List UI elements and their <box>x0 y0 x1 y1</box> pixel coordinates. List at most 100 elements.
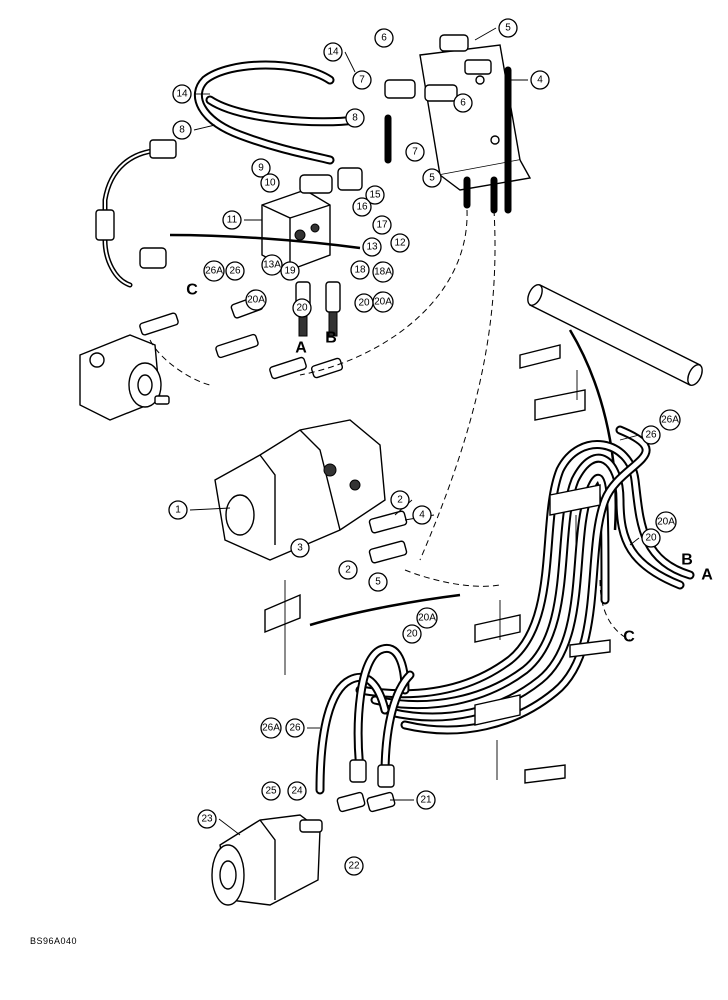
callout-label: 16 <box>356 202 368 213</box>
callout-circle <box>422 168 442 188</box>
drive-motor <box>211 759 396 906</box>
callout-circle <box>323 42 343 62</box>
reference-letter-C: C <box>623 629 635 646</box>
callout-label: 18A <box>374 267 392 278</box>
callout-circle <box>260 173 280 193</box>
callout-circle <box>338 560 358 580</box>
callout-26: 26 <box>641 425 661 445</box>
callout-label: 20A <box>374 297 392 308</box>
callout-label: 5 <box>429 173 435 184</box>
callout-3: 3 <box>290 538 310 558</box>
callout-circle <box>372 261 394 283</box>
callout-label: 20 <box>358 298 370 309</box>
callout-circle <box>251 158 271 178</box>
callout-14: 14 <box>172 84 192 104</box>
callout-label: 25 <box>265 786 277 797</box>
callout-label: 14 <box>327 47 339 58</box>
callout-label: 9 <box>258 163 264 174</box>
callout-circle <box>498 18 518 38</box>
callout-5: 5 <box>368 572 388 592</box>
callout-circle <box>350 260 370 280</box>
callout-8: 8 <box>172 120 192 140</box>
callout-circle <box>290 538 310 558</box>
callout-22: 22 <box>344 856 364 876</box>
figure-code: BS96A040 <box>30 936 78 946</box>
callout-26: 26 <box>285 718 305 738</box>
callout-circle <box>641 425 661 445</box>
callout-7: 7 <box>352 70 372 90</box>
callout-25: 25 <box>261 781 281 801</box>
callout-circle <box>172 120 192 140</box>
callout-label: 11 <box>227 215 238 226</box>
callout-12: 12 <box>390 233 410 253</box>
callout-circle <box>261 781 281 801</box>
callout-circle <box>390 233 410 253</box>
main-pump <box>214 419 408 564</box>
callout-label: 14 <box>176 89 188 100</box>
callout-label: 18 <box>354 265 366 276</box>
callout-label: 8 <box>179 125 185 136</box>
callout-circle <box>168 500 188 520</box>
callout-15: 15 <box>365 185 385 205</box>
callout-7: 7 <box>405 142 425 162</box>
callout-label: 4 <box>419 510 425 521</box>
callout-circle <box>261 254 283 276</box>
callout-label: 26 <box>645 430 657 441</box>
callout-label: 21 <box>420 795 432 806</box>
callout-circle <box>372 215 392 235</box>
callout-20: 20 <box>292 298 312 318</box>
gauge-line <box>95 139 177 288</box>
callout-label: 26 <box>289 723 301 734</box>
reference-letter-A: A <box>701 567 713 584</box>
callout-label: 26A <box>205 266 223 277</box>
callout-10: 10 <box>260 173 280 193</box>
callout-4: 4 <box>412 505 432 525</box>
callout-20: 20 <box>641 528 661 548</box>
callout-label: 8 <box>352 113 358 124</box>
callout-20A: 20A <box>416 607 438 629</box>
manifold-bracket <box>384 34 532 214</box>
callout-label: 3 <box>297 543 303 554</box>
callout-circle <box>416 607 438 629</box>
callout-label: 20 <box>406 629 418 640</box>
callout-13A: 13A <box>261 254 283 276</box>
reference-letter-B: B <box>681 552 693 569</box>
callout-circle <box>453 93 473 113</box>
callout-circle <box>344 856 364 876</box>
callout-8: 8 <box>345 108 365 128</box>
callout-18: 18 <box>350 260 370 280</box>
callout-6: 6 <box>453 93 473 113</box>
callout-circle <box>352 197 372 217</box>
callout-18A: 18A <box>372 261 394 283</box>
callout-16: 16 <box>352 197 372 217</box>
callout-label: 19 <box>284 266 296 277</box>
callout-label: 13A <box>263 260 281 271</box>
callout-11: 11 <box>222 210 242 230</box>
callout-circle <box>260 717 282 739</box>
callout-circle <box>285 718 305 738</box>
valve-fittings <box>139 281 344 380</box>
reference-letter-C: C <box>186 282 198 299</box>
callout-label: 5 <box>375 577 381 588</box>
callout-label: 20A <box>657 517 675 528</box>
callout-label: 7 <box>412 147 418 158</box>
callout-label: 20 <box>296 303 308 314</box>
callout-circle <box>372 291 394 313</box>
callout-label: 26A <box>661 415 679 426</box>
callout-circle <box>374 28 394 48</box>
callout-label: 5 <box>505 23 511 34</box>
callout-circle <box>172 84 192 104</box>
callout-circle <box>345 108 365 128</box>
callout-20A: 20A <box>245 289 267 311</box>
callout-circle <box>416 790 436 810</box>
upper-hose-loop <box>193 60 360 165</box>
callout-2: 2 <box>338 560 358 580</box>
callout-1: 1 <box>168 500 188 520</box>
callout-20: 20 <box>354 293 374 313</box>
callout-label: 26A <box>262 723 280 734</box>
callout-circle <box>390 490 410 510</box>
hose-clamps <box>264 344 611 784</box>
callout-label: 10 <box>264 178 276 189</box>
callout-circle <box>197 809 217 829</box>
callout-13: 13 <box>362 237 382 257</box>
